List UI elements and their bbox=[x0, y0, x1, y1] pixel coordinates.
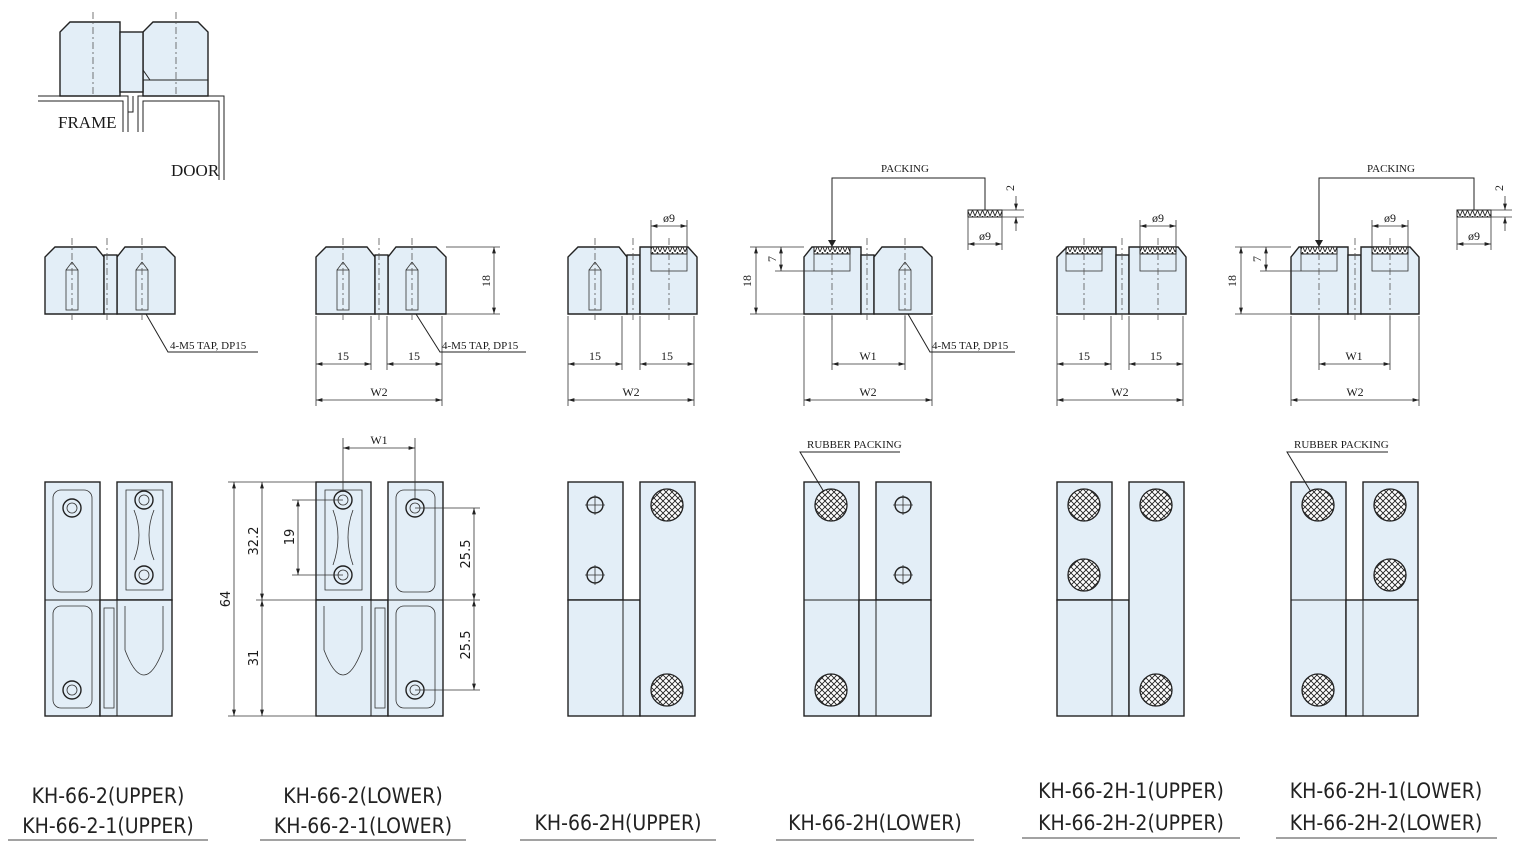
dim-32-2: 32.2 bbox=[247, 527, 262, 556]
dim-15a-v2: 15 bbox=[337, 349, 349, 363]
dim-18-v4: 18 bbox=[740, 275, 754, 287]
top-view-3: ø9 15 15 W2 bbox=[567, 211, 698, 406]
dim-15b-v2: 15 bbox=[408, 349, 420, 363]
model-4-line-1: KH-66-2H(LOWER) bbox=[788, 811, 962, 835]
model-1-line-1: KH-66-2(UPPER) bbox=[32, 784, 185, 808]
caption-model-3: KH-66-2H(UPPER) bbox=[520, 811, 716, 841]
model-2-line-2: KH-66-2-1(LOWER) bbox=[274, 814, 452, 838]
dim-w1-v6: W1 bbox=[1345, 349, 1362, 363]
dim-25-5b: 25.5 bbox=[459, 631, 474, 660]
dim-w2-v2: W2 bbox=[370, 385, 387, 399]
dim-phi9-v6-packing: ø9 bbox=[1468, 229, 1480, 243]
tap-callout-2: 4-M5 TAP, DP15 bbox=[442, 340, 519, 352]
packing-label-v4: PACKING bbox=[881, 163, 929, 175]
dim-w2-v3: W2 bbox=[622, 385, 639, 399]
dim-phi9-v6: ø9 bbox=[1384, 211, 1396, 225]
dim-15a-v3: 15 bbox=[589, 349, 601, 363]
model-6-line-2: KH-66-2H-2(LOWER) bbox=[1290, 811, 1482, 835]
dim-phi9-v3: ø9 bbox=[663, 211, 675, 225]
dim-phi9-v5: ø9 bbox=[1152, 211, 1164, 225]
caption-model-4: KH-66-2H(LOWER) bbox=[776, 811, 974, 841]
top-view-1: 4-M5 TAP, DP15 bbox=[44, 238, 258, 353]
dim-15b-v3: 15 bbox=[661, 349, 673, 363]
rubber-packing-label-f4: RUBBER PACKING bbox=[807, 439, 902, 451]
front-view-2: W1 64 32.2 31 19 25.5 25.5 bbox=[219, 433, 480, 717]
installation-sketch: FRAME DOOR bbox=[38, 12, 225, 180]
frame-label: FRAME bbox=[58, 113, 117, 132]
dim-31: 31 bbox=[247, 650, 262, 667]
tap-callout-1: 4-M5 TAP, DP15 bbox=[170, 340, 247, 352]
dim-18-v2: 18 bbox=[479, 275, 493, 287]
top-view-5: ø9 15 15 W2 bbox=[1056, 211, 1187, 406]
model-3-line-1: KH-66-2H(UPPER) bbox=[535, 811, 702, 835]
front-view-3 bbox=[567, 481, 696, 717]
dim-2-v6: 2 bbox=[1492, 185, 1506, 191]
rubber-packing-label-f6: RUBBER PACKING bbox=[1294, 439, 1389, 451]
model-2-line-1: KH-66-2(LOWER) bbox=[283, 784, 442, 808]
tap-callout-4: 4-M5 TAP, DP15 bbox=[932, 340, 1009, 352]
dim-phi9-v4: ø9 bbox=[979, 229, 991, 243]
dim-64: 64 bbox=[219, 591, 234, 608]
model-1-line-2: KH-66-2-1(UPPER) bbox=[22, 814, 194, 838]
top-view-4: PACKING ø9 2 18 7 W1 W2 4-M5 TAP, DP15 bbox=[740, 163, 1024, 406]
dim-w2-v4: W2 bbox=[859, 385, 876, 399]
caption-model-6: KH-66-2H-1(LOWER) KH-66-2H-2(LOWER) bbox=[1276, 779, 1497, 839]
front-view-5 bbox=[1056, 481, 1185, 717]
door-label: DOOR bbox=[171, 161, 220, 180]
dim-w2-v5: W2 bbox=[1111, 385, 1128, 399]
front-view-6: RUBBER PACKING bbox=[1286, 439, 1419, 717]
dim-7-v6: 7 bbox=[1250, 256, 1264, 262]
model-5-line-2: KH-66-2H-2(UPPER) bbox=[1038, 811, 1224, 835]
caption-model-1: KH-66-2(UPPER) KH-66-2-1(UPPER) bbox=[8, 784, 208, 841]
model-6-line-1: KH-66-2H-1(LOWER) bbox=[1290, 779, 1482, 803]
dim-15b-v5: 15 bbox=[1150, 349, 1162, 363]
dim-w1-v4: W1 bbox=[859, 349, 876, 363]
front-view-4: RUBBER PACKING bbox=[799, 439, 932, 717]
dim-18-v6: 18 bbox=[1225, 275, 1239, 287]
front-view-1 bbox=[44, 481, 173, 717]
dim-w1-f2: W1 bbox=[370, 433, 387, 447]
model-5-line-1: KH-66-2H-1(UPPER) bbox=[1038, 779, 1224, 803]
dim-19: 19 bbox=[283, 529, 298, 546]
dim-7-v4: 7 bbox=[765, 256, 779, 262]
dim-w2-v6: W2 bbox=[1346, 385, 1363, 399]
packing-label-v6: PACKING bbox=[1367, 163, 1415, 175]
caption-model-5: KH-66-2H-1(UPPER) KH-66-2H-2(UPPER) bbox=[1022, 779, 1240, 839]
caption-model-2: KH-66-2(LOWER) KH-66-2-1(LOWER) bbox=[260, 784, 466, 841]
dim-15a-v5: 15 bbox=[1078, 349, 1090, 363]
dim-2-v4: 2 bbox=[1003, 185, 1017, 191]
top-view-6: PACKING ø9 2 ø9 18 7 W1 W2 bbox=[1225, 163, 1512, 406]
dim-25-5a: 25.5 bbox=[459, 540, 474, 569]
top-view-2: 18 15 15 W2 4-M5 TAP, DP15 bbox=[315, 238, 526, 406]
